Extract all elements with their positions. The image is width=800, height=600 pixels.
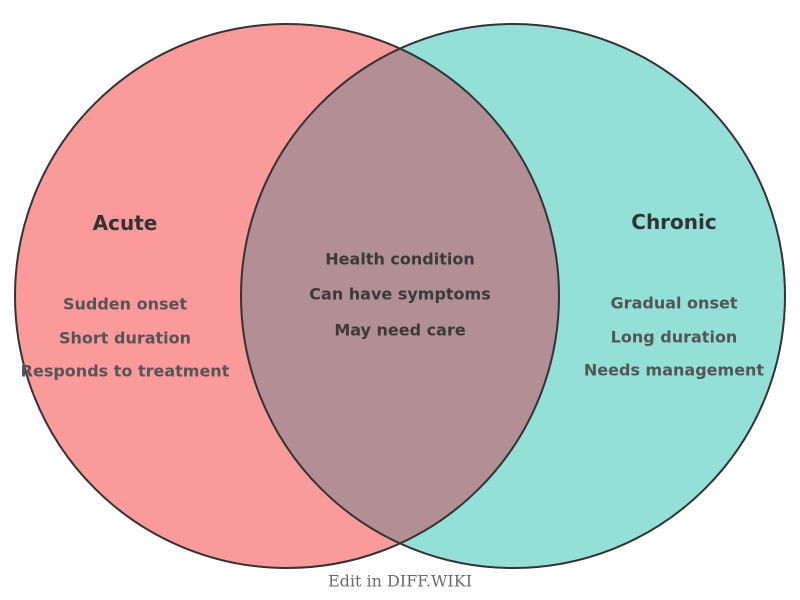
chronic-item: Gradual onset <box>610 293 738 313</box>
overlap-item: May need care <box>334 320 466 340</box>
acute-item: Short duration <box>58 328 192 348</box>
chronic-item: Needs management <box>583 360 765 380</box>
edit-in-diffwiki-link[interactable]: Edit in DIFF.WIKI <box>327 571 473 591</box>
overlap-item: Health condition <box>325 249 475 269</box>
acute-set-title: Acute <box>92 211 158 235</box>
acute-circle-outline <box>14 23 560 569</box>
chronic-set-title: Chronic <box>631 210 717 234</box>
chronic-circle-outline <box>240 23 786 569</box>
overlap-region-fill <box>241 48 559 544</box>
chronic-item: Long duration <box>610 327 738 347</box>
acute-item: Responds to treatment <box>20 361 230 381</box>
acute-item: Sudden onset <box>62 294 188 314</box>
overlap-item: Can have symptoms <box>309 284 491 304</box>
